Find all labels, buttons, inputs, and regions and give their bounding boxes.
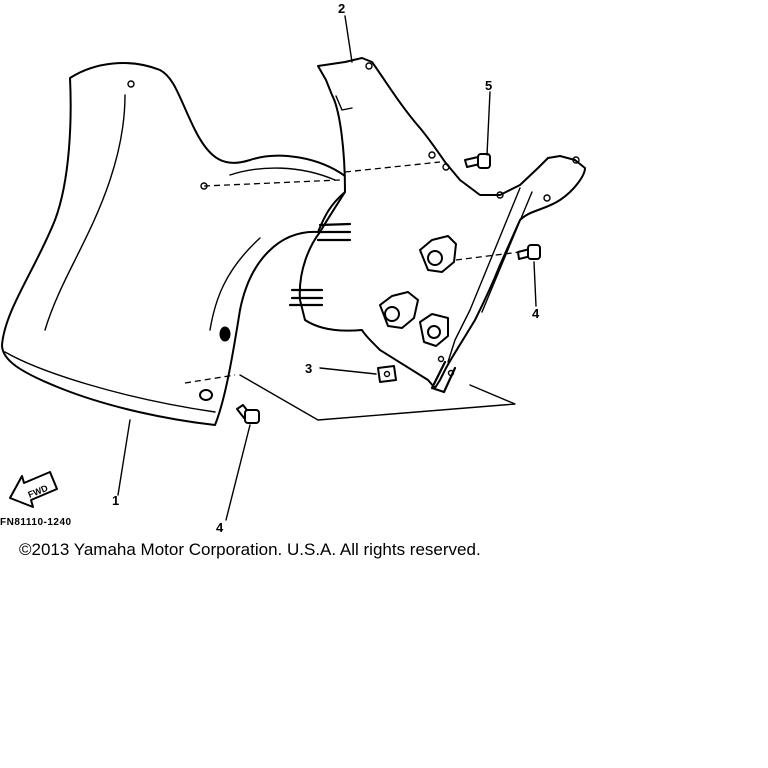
callout-5: 5 [485,78,492,93]
nut-part-3 [377,365,397,383]
parts-exploded-diagram: 2 5 4 3 1 4 FWD FN81110-1240 [0,1,586,535]
callout-1: 1 [112,493,119,508]
callout-4-bottom: 4 [216,520,224,535]
rubber-mount-lower [379,291,449,347]
rubber-mount-upper [419,235,457,273]
screw-part-5 [464,153,491,169]
side-cover-panel [1,62,346,426]
screw-part-4-upper [517,244,541,260]
fwd-arrow-icon: FWD [9,471,58,508]
inner-cover-panel [288,57,586,394]
copyright-notice: ©2013 Yamaha Motor Corporation. U.S.A. A… [19,540,481,559]
screw-part-4-lower [236,404,260,424]
leader-lines [117,15,537,521]
drawing-code: FN81110-1240 [0,517,72,528]
callout-4-right: 4 [532,306,540,321]
callout-3: 3 [305,361,312,376]
callout-2: 2 [338,1,345,16]
alignment-lines [184,161,521,421]
